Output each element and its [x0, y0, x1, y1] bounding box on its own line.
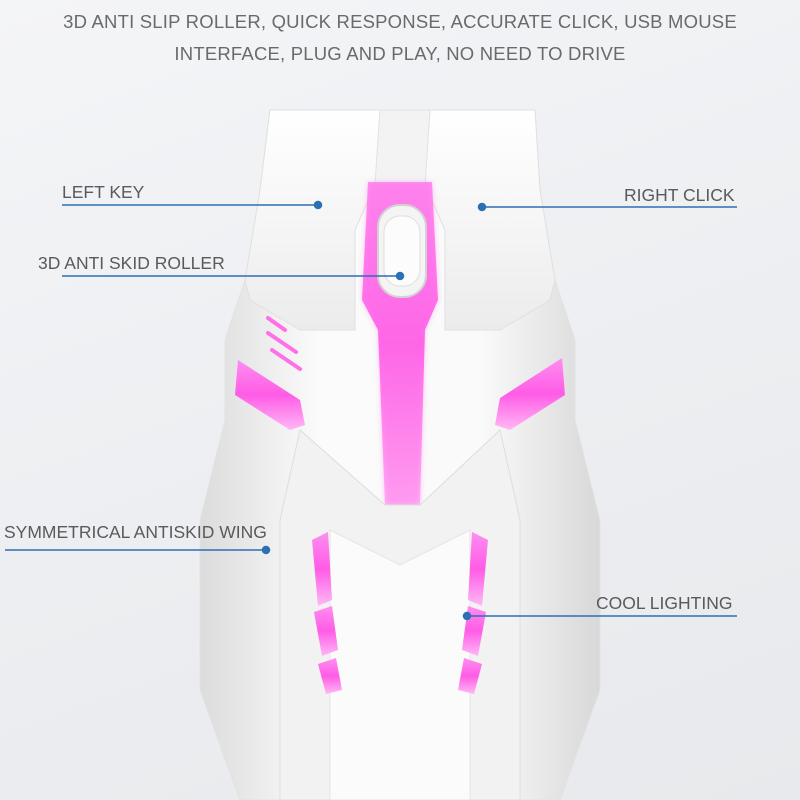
product-headline: 3D ANTI SLIP ROLLER, QUICK RESPONSE, ACC… — [0, 6, 800, 70]
right-click-dot — [477, 202, 487, 212]
callout-left-key: LEFT KEY — [62, 182, 145, 202]
left-key-dot — [313, 200, 323, 210]
wing-dot — [261, 545, 271, 555]
callout-lighting: COOL LIGHTING — [596, 593, 733, 613]
right-side-glow — [495, 358, 565, 430]
callout-wing: SYMMETRICAL ANTISKID WING — [4, 522, 267, 542]
callout-right-click: RIGHT CLICK — [624, 185, 735, 205]
roller-dot — [395, 271, 405, 281]
right-button — [424, 109, 556, 331]
callout-roller: 3D ANTI SKID ROLLER — [38, 253, 225, 273]
lighting-dot — [462, 611, 472, 621]
headline-line-1: 3D ANTI SLIP ROLLER, QUICK RESPONSE, ACC… — [63, 11, 737, 32]
left-side-glow — [235, 360, 305, 430]
headline-line-2: INTERFACE, PLUG AND PLAY, NO NEED TO DRI… — [174, 43, 626, 64]
lower-left-lights — [312, 532, 342, 694]
vent-lines — [266, 316, 302, 371]
